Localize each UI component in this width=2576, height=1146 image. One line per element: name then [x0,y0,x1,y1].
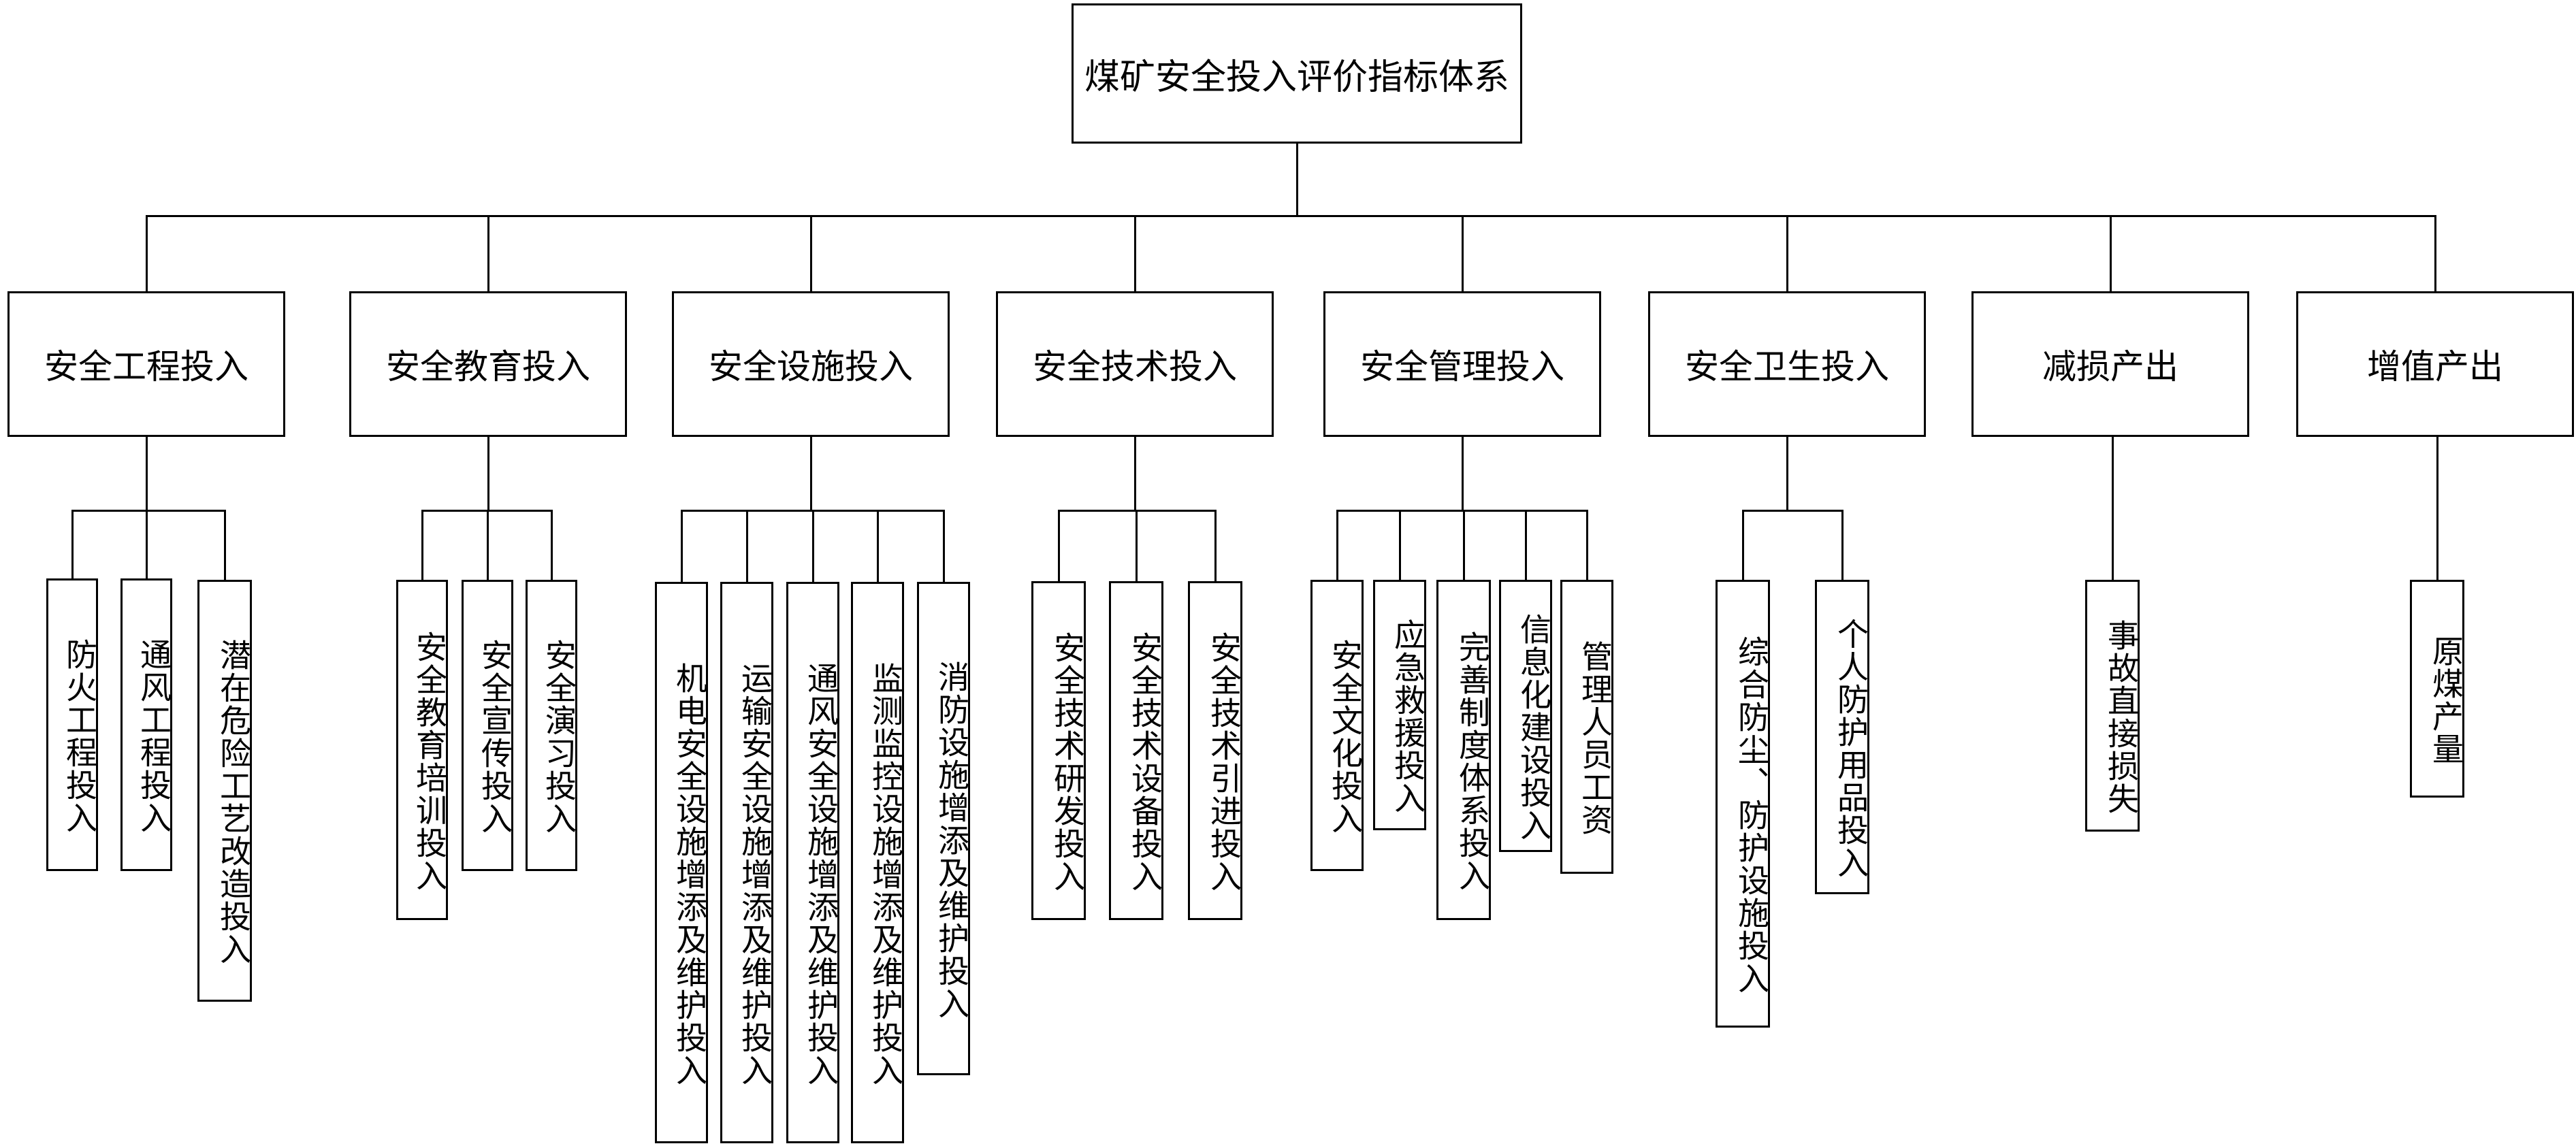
category-connector [1786,216,1788,291]
leaf-connector [1585,510,1588,580]
root-node: 煤矿安全投入评价指标体系 [1072,3,1522,144]
indicator-node: 安全技术引进投入 [1188,581,1242,920]
indicator-node: 通风工程投入 [120,578,172,871]
category-connector [809,216,812,291]
category-node: 安全工程投入 [7,291,285,437]
subgroup-bus [71,509,226,512]
leaf-connector [550,510,553,580]
leaf-connector [486,510,489,580]
category-node: 安全设施投入 [672,291,950,437]
leaf-connector [1741,510,1744,580]
category-node: 安全卫生投入 [1648,291,1926,437]
leaf-connector [876,510,879,582]
indicator-node: 安全文化投入 [1310,580,1364,871]
leaf-connector [1057,510,1060,581]
category-connector [145,216,148,291]
indicator-node: 原煤产量 [2410,580,2464,798]
indicator-node: 防火工程投入 [46,578,98,871]
indicator-node: 安全演习投入 [526,580,577,871]
leaf-connector [1462,510,1465,580]
indicator-node: 管理人员工资 [1560,580,1613,874]
indicator-node: 应急救援投入 [1373,580,1426,830]
category-node: 增值产出 [2296,291,2574,437]
category-connector [1461,216,1464,291]
indicator-node: 监测监控设施增添及维护投入 [851,582,904,1143]
indicator-node: 安全技术研发投入 [1031,581,1086,920]
subgroup-bus [1336,509,1588,512]
leaf-connector [1398,510,1401,580]
leaf-connector [1214,510,1217,581]
leaf-connector [745,510,748,582]
indicator-node: 完善制度体系投入 [1436,580,1491,920]
subgroup-connector [1133,437,1136,510]
leaf-connector [421,510,423,580]
indicator-node: 信息化建设投入 [1499,580,1552,852]
root-connector [1295,144,1298,216]
leaf-connector [145,510,148,578]
subgroup-connector [487,437,489,510]
subgroup-connector [809,437,812,510]
subgroup-bus [1741,509,1844,512]
category-connector [487,216,489,291]
leaf-connector [1524,510,1527,580]
indicator-node: 通风安全设施增添及维护投入 [786,582,839,1143]
category-connector [2434,216,2436,291]
indicator-node: 事故直接损失 [2085,580,2140,832]
leaf-connector [2111,437,2114,580]
leaf-connector [1135,510,1138,581]
indicator-node: 综合防尘、防护设施投入 [1716,580,1770,1028]
leaf-connector [71,510,74,578]
indicator-node: 安全教育培训投入 [396,580,448,920]
leaf-connector [811,510,814,582]
indicator-node: 个人防护用品投入 [1815,580,1869,894]
indicator-node: 安全宣传投入 [462,580,513,871]
level1-bus [145,214,2436,217]
leaf-connector [942,510,945,582]
indicator-node: 安全技术设备投入 [1109,581,1163,920]
leaf-connector [223,510,226,580]
indicator-node: 机电安全设施增添及维护投入 [655,582,708,1143]
leaf-connector [2436,437,2438,580]
category-node: 减损产出 [1971,291,2249,437]
subgroup-connector [1786,437,1788,510]
indicator-node: 潜在危险工艺改造投入 [197,580,252,1002]
leaf-connector [1336,510,1338,580]
leaf-connector [680,510,683,582]
indicator-node: 消防设施增添及维护投入 [917,582,970,1075]
category-node: 安全技术投入 [996,291,1274,437]
category-connector [1133,216,1136,291]
category-node: 安全管理投入 [1323,291,1601,437]
subgroup-connector [1461,437,1464,510]
category-node: 安全教育投入 [349,291,627,437]
leaf-connector [1841,510,1844,580]
category-connector [2109,216,2112,291]
subgroup-connector [145,437,148,510]
indicator-node: 运输安全设施增添及维护投入 [720,582,773,1143]
